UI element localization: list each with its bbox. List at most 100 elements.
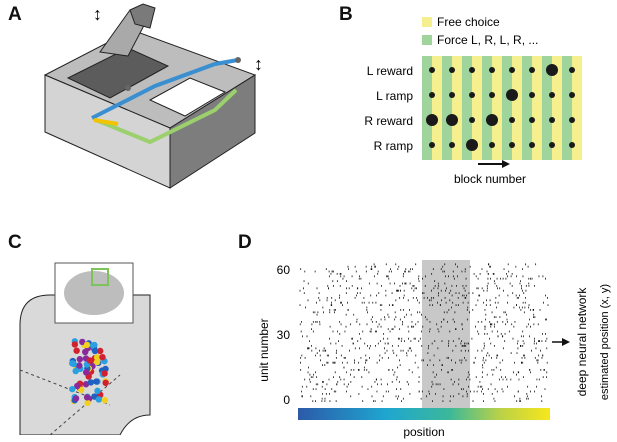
recorded-cells	[69, 338, 109, 407]
block-dot	[466, 139, 478, 151]
block-dot	[529, 142, 535, 148]
block-dot	[549, 117, 555, 123]
recorded-cell	[82, 369, 90, 376]
block-dot	[569, 67, 575, 73]
maze-tower	[129, 3, 156, 29]
track-path-warm	[95, 88, 238, 145]
block-dot	[446, 114, 458, 126]
recorded-cell	[99, 353, 106, 361]
block-stripe	[512, 56, 522, 160]
recorded-cell	[101, 397, 109, 404]
block-dot	[469, 67, 475, 73]
block-stripe	[502, 56, 512, 160]
block-dot	[486, 114, 498, 126]
row-label-r-reward: R reward	[364, 114, 413, 128]
raster-highlight	[422, 260, 470, 410]
network-label: deep neural network	[575, 287, 589, 397]
block-dot	[449, 92, 455, 98]
block-stripe	[432, 56, 442, 160]
block-dot	[429, 142, 435, 148]
spike-raster	[299, 263, 549, 402]
recorded-cell	[72, 395, 80, 402]
block-stripe	[532, 56, 542, 160]
row-label-l-ramp: L ramp	[376, 89, 413, 103]
block-dot	[549, 92, 555, 98]
block-dot	[489, 67, 495, 73]
raster-ylabel: unit number	[257, 318, 271, 381]
panel-c-letter: C	[8, 232, 22, 253]
legend-free-label: Free choice	[437, 15, 500, 29]
recorded-cell	[91, 347, 99, 355]
maze-illustration: ↕ ↕	[43, 3, 263, 189]
track-path	[91, 58, 239, 120]
recorded-cell	[69, 385, 76, 393]
block-dot	[569, 92, 575, 98]
block-dot	[449, 67, 455, 73]
block-dot	[426, 114, 438, 126]
recorded-cell	[82, 348, 89, 356]
block-dot	[509, 67, 515, 73]
block-dot	[529, 67, 535, 73]
recorded-cell	[93, 378, 100, 385]
height-arrow-icon: ↕	[254, 54, 263, 74]
block-stripe	[572, 56, 582, 160]
block-dot	[546, 64, 558, 76]
recorded-cell	[76, 356, 84, 363]
block-stripe	[522, 56, 532, 160]
recorded-cell	[76, 362, 83, 369]
recorded-cell	[73, 347, 80, 354]
block-stripe	[492, 56, 502, 160]
recorded-cell	[93, 354, 101, 361]
block-stripes	[422, 56, 582, 160]
block-dot	[529, 92, 535, 98]
row-label-r-ramp: R ramp	[374, 139, 414, 153]
block-stripe	[562, 56, 572, 160]
block-stripe	[442, 56, 452, 160]
legend-force-swatch	[422, 35, 432, 45]
arrow-to-network-icon	[562, 338, 570, 346]
brain-inset-box	[91, 268, 109, 286]
reward-port-2	[235, 57, 241, 63]
block-stripe	[452, 56, 462, 160]
track-path-yellow	[93, 118, 119, 126]
position-colorbar	[298, 408, 550, 420]
maze-right-face	[169, 74, 256, 189]
block-dot	[569, 117, 575, 123]
recorded-cell	[83, 394, 91, 401]
recorded-cell	[83, 341, 91, 349]
reward-port-1	[125, 85, 131, 91]
recorded-cell	[102, 379, 109, 387]
block-dots	[426, 64, 575, 151]
recorded-cell	[82, 381, 90, 388]
brain-inset-shape	[64, 271, 124, 315]
block-dot	[429, 67, 435, 73]
recorded-cell	[79, 338, 86, 346]
block-dot	[549, 142, 555, 148]
maze-left-pit	[66, 47, 170, 99]
recorded-cell	[95, 396, 102, 403]
maze-center-pit	[148, 77, 227, 117]
panel-a-letter: A	[8, 4, 22, 25]
row-label-l-reward: L reward	[367, 64, 413, 78]
recorded-cell	[74, 382, 81, 390]
recorded-cell	[84, 399, 91, 407]
block-xlabel: block number	[454, 172, 526, 186]
recorded-cell	[77, 386, 85, 394]
ramp-arrow-icon: ↕	[93, 4, 102, 24]
block-stripe	[482, 56, 492, 160]
recorded-cell	[70, 360, 77, 368]
block-dot	[429, 92, 435, 98]
block-stripe	[552, 56, 562, 160]
position-xlabel: position	[403, 425, 444, 439]
ytick-0: 0	[283, 393, 290, 407]
recorded-cell	[94, 387, 101, 395]
block-dot	[506, 89, 518, 101]
recorded-cell	[72, 367, 79, 375]
brain-section	[19, 262, 151, 435]
output-label: estimated position (x, y)	[599, 284, 611, 400]
block-dot	[449, 142, 455, 148]
block-stripe	[542, 56, 552, 160]
block-dot	[469, 92, 475, 98]
block-stripe	[422, 56, 432, 160]
panel-b-letter: B	[339, 4, 353, 25]
